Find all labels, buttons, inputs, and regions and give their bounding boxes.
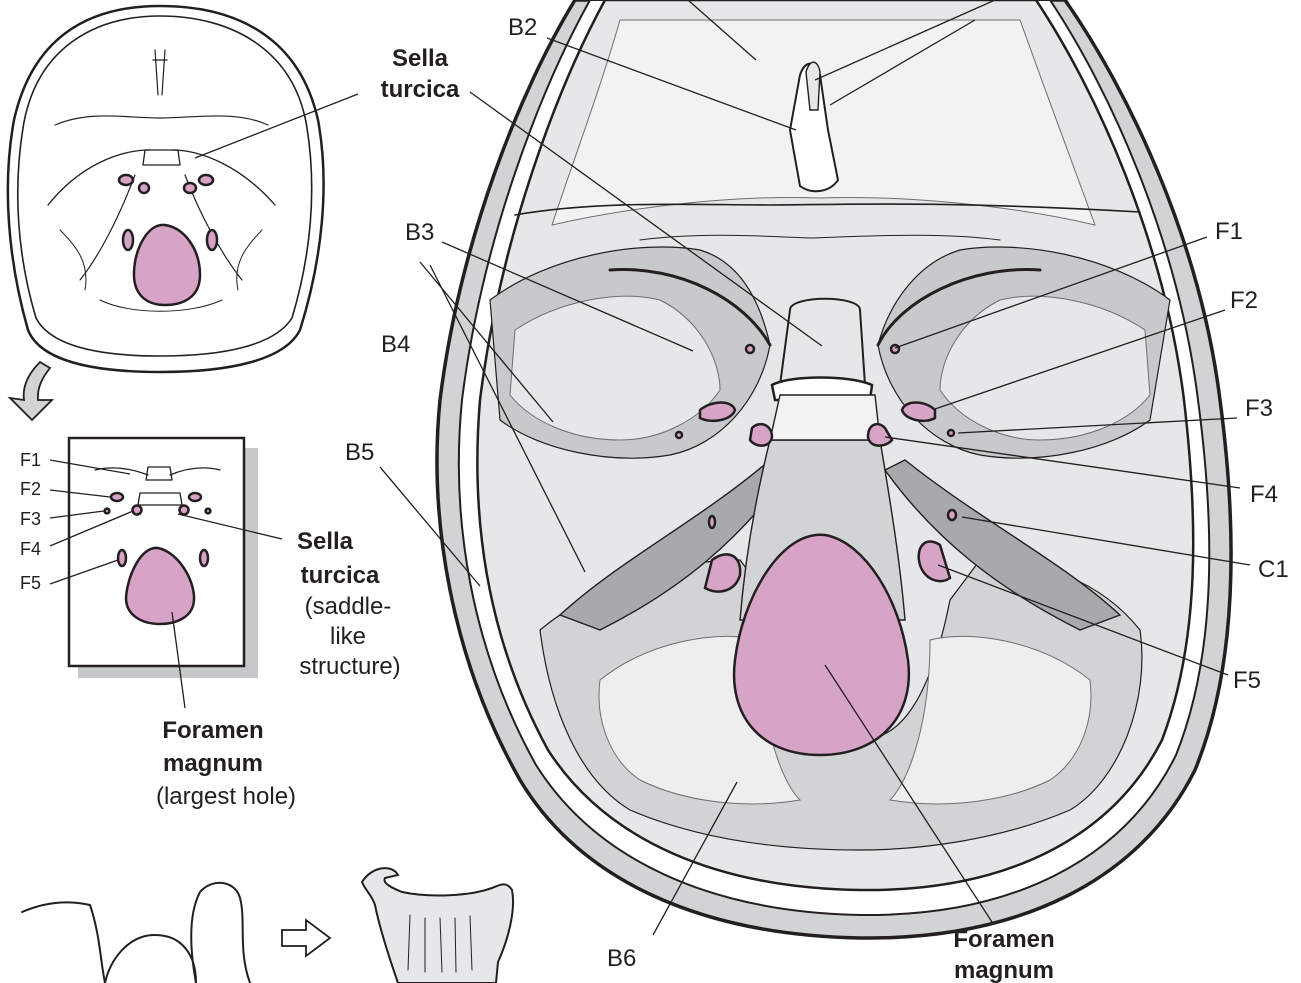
small-skull-sella-label-2: turcica <box>381 76 460 103</box>
label-c1: C1 <box>1258 556 1289 583</box>
saddle-illustration <box>22 868 513 983</box>
inset-label-f3: F3 <box>20 509 41 529</box>
label-b3: B3 <box>405 219 434 246</box>
inset-foramen-note: (largest hole) <box>156 783 296 810</box>
label-f2: F2 <box>1230 287 1258 314</box>
label-b4: B4 <box>381 331 410 358</box>
label-f5: F5 <box>1233 667 1261 694</box>
label-f1: F1 <box>1215 218 1243 245</box>
inset-foramen-label-1: Foramen <box>162 717 263 744</box>
main-foramen-label-1: Foramen <box>953 926 1054 953</box>
inset-sella-label-2: turcica <box>301 562 380 589</box>
inset-sella-note-2: like <box>330 623 366 650</box>
inset-foramen-label-2: magnum <box>163 750 263 777</box>
label-b5: B5 <box>345 439 374 466</box>
label-f3: F3 <box>1245 395 1273 422</box>
main-foramen-label-2: magnum <box>954 957 1054 983</box>
label-b2: B2 <box>508 14 537 41</box>
small-skull-overview: Sella turcica <box>8 6 460 372</box>
inset-sella-label-1: Sella <box>297 528 354 555</box>
label-b6: B6 <box>607 945 636 972</box>
curved-arrow-icon <box>10 362 52 420</box>
inset-sella-note-3: structure) <box>299 653 400 680</box>
inset-sella-note-1: (saddle- <box>305 593 392 620</box>
inset-label-f5: F5 <box>20 573 41 593</box>
right-arrow-icon <box>282 920 330 956</box>
small-skull-sella-label-1: Sella <box>392 45 449 72</box>
inset-label-f2: F2 <box>20 479 41 499</box>
inset-detail: F1 F2 F3 F4 F5 Sella turcica (saddle- li… <box>20 438 401 810</box>
inset-label-f4: F4 <box>20 539 41 559</box>
inset-label-f1: F1 <box>20 450 41 470</box>
label-f4: F4 <box>1250 481 1278 508</box>
